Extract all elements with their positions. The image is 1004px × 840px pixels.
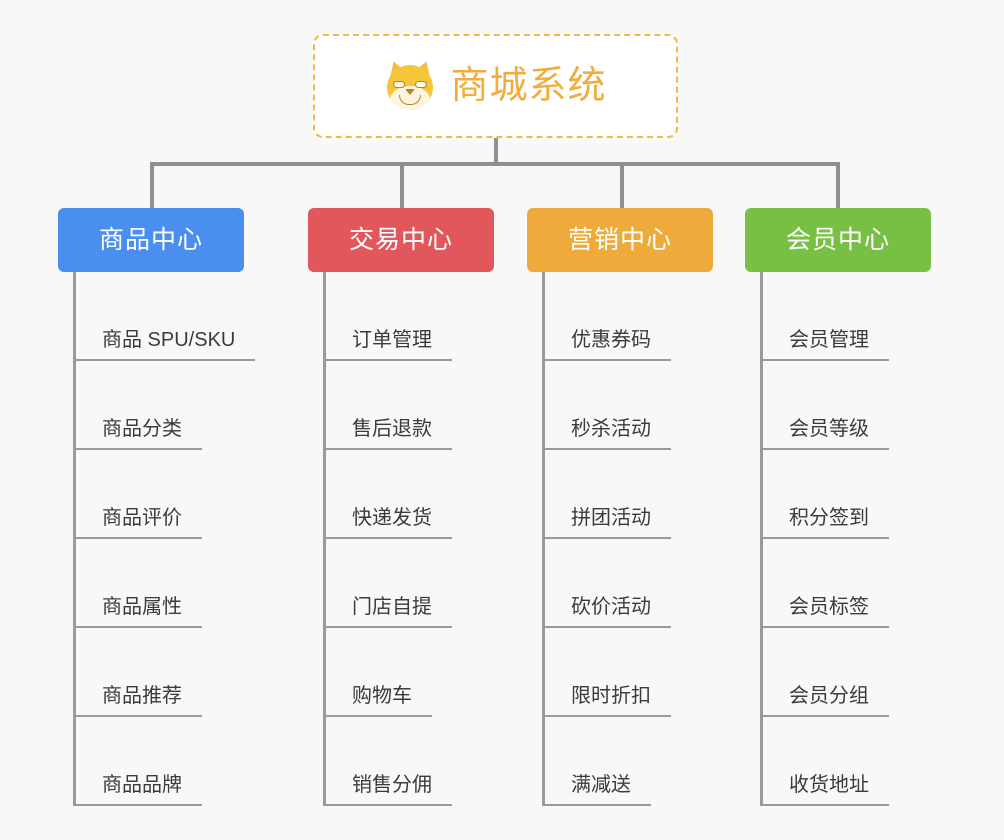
branch-trade-center: 交易中心 订单管理 售后退款 快递发货 门店自提 购物车 销售分佣 xyxy=(308,208,494,806)
leaf-list-product-center: 商品 SPU/SKU 商品分类 商品评价 商品属性 商品推荐 商品品牌 xyxy=(73,272,256,806)
leaf-label: 砍价活动 xyxy=(545,596,671,628)
leaf-item[interactable]: 商品品牌 xyxy=(76,717,244,806)
leaf-label: 购物车 xyxy=(326,685,432,717)
category-box-product-center[interactable]: 商品中心 xyxy=(58,208,244,272)
connector-drop-2 xyxy=(400,162,404,210)
leaf-list-trade-center: 订单管理 售后退款 快递发货 门店自提 购物车 销售分佣 xyxy=(323,272,494,806)
leaf-label: 售后退款 xyxy=(326,418,452,450)
leaf-list-member-center: 会员管理 会员等级 积分签到 会员标签 会员分组 收货地址 xyxy=(760,272,931,806)
leaf-label: 商品分类 xyxy=(76,418,202,450)
connector-drop-1 xyxy=(150,162,154,210)
leaf-item[interactable]: 秒杀活动 xyxy=(545,361,713,450)
branch-member-center: 会员中心 会员管理 会员等级 积分签到 会员标签 会员分组 收货地址 xyxy=(745,208,931,806)
leaf-item[interactable]: 会员分组 xyxy=(763,628,931,717)
leaf-label: 限时折扣 xyxy=(545,685,671,717)
leaf-item[interactable]: 满减送 xyxy=(545,717,713,806)
leaf-label: 会员管理 xyxy=(763,329,889,361)
leaf-label: 门店自提 xyxy=(326,596,452,628)
leaf-label: 销售分佣 xyxy=(326,774,452,806)
leaf-item[interactable]: 砍价活动 xyxy=(545,539,713,628)
leaf-item[interactable]: 商品 SPU/SKU xyxy=(76,272,256,361)
leaf-label: 商品品牌 xyxy=(76,774,202,806)
root-title: 商城系统 xyxy=(450,65,607,107)
shiba-dog-face-icon xyxy=(384,58,436,112)
leaf-item[interactable]: 售后退款 xyxy=(326,361,494,450)
leaf-item[interactable]: 销售分佣 xyxy=(326,717,494,806)
leaf-list-marketing-center: 优惠券码 秒杀活动 拼团活动 砍价活动 限时折扣 满减送 xyxy=(542,272,713,806)
leaf-label: 会员分组 xyxy=(763,685,889,717)
leaf-label: 会员等级 xyxy=(763,418,889,450)
connector-drop-3 xyxy=(620,162,624,210)
leaf-item[interactable]: 商品推荐 xyxy=(76,628,244,717)
branch-marketing-center: 营销中心 优惠券码 秒杀活动 拼团活动 砍价活动 限时折扣 满减送 xyxy=(527,208,713,806)
leaf-item[interactable]: 限时折扣 xyxy=(545,628,713,717)
leaf-item[interactable]: 快递发货 xyxy=(326,450,494,539)
category-label: 营销中心 xyxy=(567,225,672,254)
connector-horizontal-bus xyxy=(150,162,840,166)
connector-root-stem xyxy=(494,138,498,164)
category-box-trade-center[interactable]: 交易中心 xyxy=(308,208,494,272)
leaf-label: 优惠券码 xyxy=(545,329,671,361)
leaf-item[interactable]: 门店自提 xyxy=(326,539,494,628)
category-label: 交易中心 xyxy=(348,225,453,254)
leaf-label: 积分签到 xyxy=(763,507,889,539)
leaf-label: 商品推荐 xyxy=(76,685,202,717)
category-label: 商品中心 xyxy=(98,225,203,254)
leaf-label: 会员标签 xyxy=(763,596,889,628)
leaf-label: 收货地址 xyxy=(763,774,889,806)
leaf-label: 满减送 xyxy=(545,774,651,806)
branch-product-center: 商品中心 商品 SPU/SKU 商品分类 商品评价 商品属性 商品推荐 商品品牌 xyxy=(58,208,256,806)
root-node[interactable]: 商城系统 xyxy=(313,34,678,138)
connector-drop-4 xyxy=(836,162,840,210)
leaf-item[interactable]: 购物车 xyxy=(326,628,494,717)
leaf-item[interactable]: 会员等级 xyxy=(763,361,931,450)
leaf-item[interactable]: 会员标签 xyxy=(763,539,931,628)
leaf-item[interactable]: 订单管理 xyxy=(326,272,494,361)
leaf-label: 快递发货 xyxy=(326,507,452,539)
leaf-item[interactable]: 收货地址 xyxy=(763,717,931,806)
category-label: 会员中心 xyxy=(785,225,890,254)
leaf-label: 订单管理 xyxy=(326,329,452,361)
leaf-item[interactable]: 商品属性 xyxy=(76,539,244,628)
leaf-item[interactable]: 积分签到 xyxy=(763,450,931,539)
category-box-marketing-center[interactable]: 营销中心 xyxy=(527,208,713,272)
leaf-item[interactable]: 拼团活动 xyxy=(545,450,713,539)
leaf-item[interactable]: 商品评价 xyxy=(76,450,244,539)
leaf-label: 秒杀活动 xyxy=(545,418,671,450)
leaf-label: 商品 SPU/SKU xyxy=(76,329,256,361)
category-box-member-center[interactable]: 会员中心 xyxy=(745,208,931,272)
leaf-item[interactable]: 会员管理 xyxy=(763,272,931,361)
leaf-label: 拼团活动 xyxy=(545,507,671,539)
leaf-label: 商品评价 xyxy=(76,507,202,539)
leaf-label: 商品属性 xyxy=(76,596,202,628)
leaf-item[interactable]: 商品分类 xyxy=(76,361,244,450)
leaf-item[interactable]: 优惠券码 xyxy=(545,272,713,361)
